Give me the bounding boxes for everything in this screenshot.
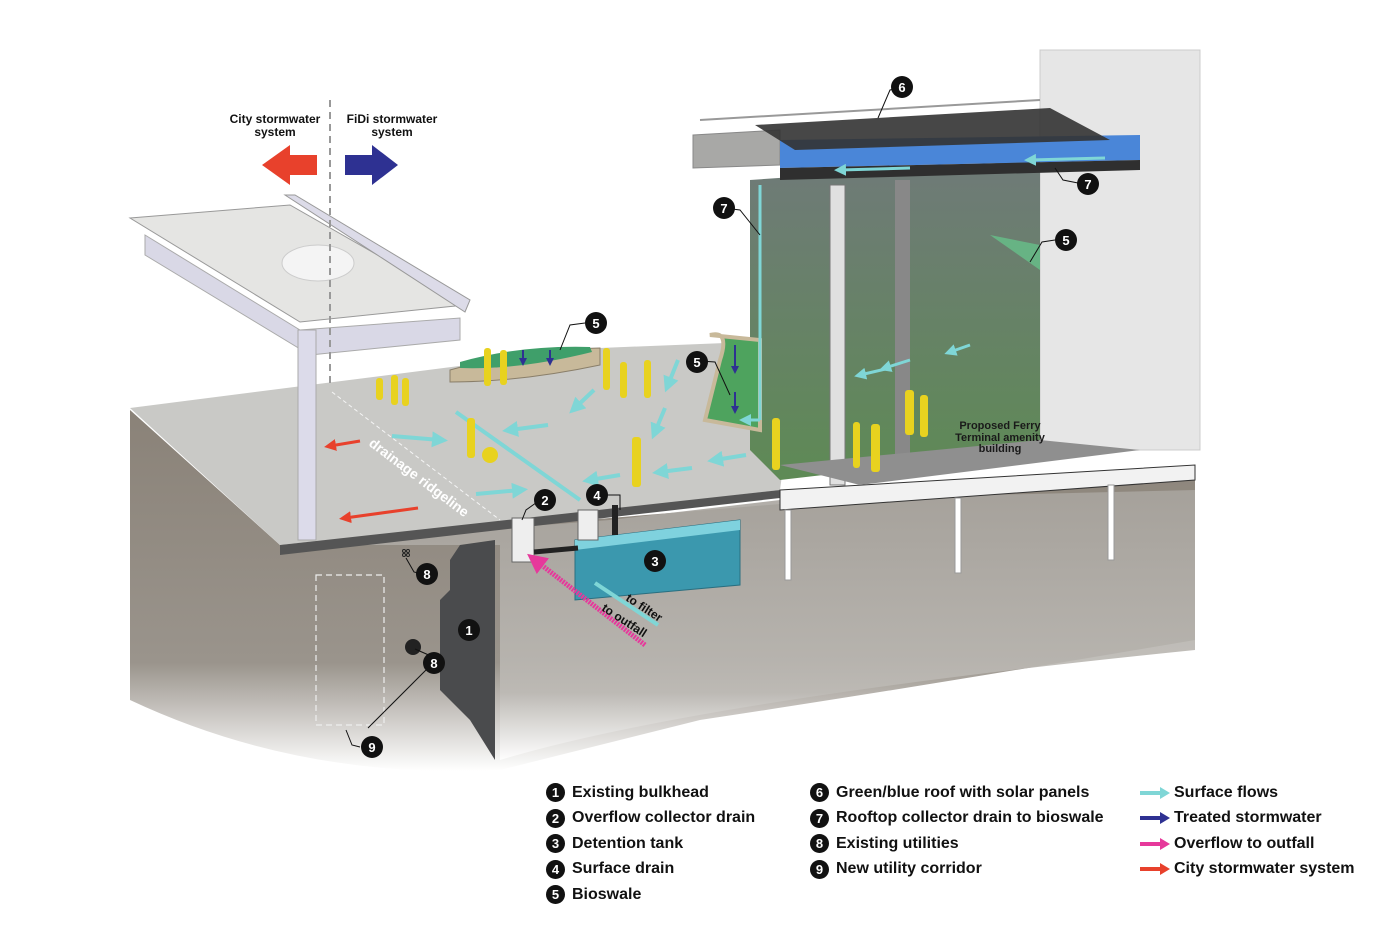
surface-flow-arrow-icon bbox=[1140, 786, 1170, 799]
utilities-small bbox=[402, 549, 410, 557]
legend-arrow-item: Treated stormwater bbox=[1140, 806, 1355, 832]
callout-2: 2 bbox=[534, 489, 556, 511]
number-badge-icon: 3 bbox=[546, 834, 565, 854]
legend-column-3: Surface flows Treated stormwater Overflo… bbox=[1140, 780, 1355, 882]
callout-5-interior: 5 bbox=[1055, 229, 1077, 251]
number-badge-icon: 1 bbox=[546, 783, 565, 803]
bioswale-interior bbox=[990, 235, 1040, 270]
callout-1: 1 bbox=[458, 619, 480, 641]
number-badge-icon: 9 bbox=[810, 859, 829, 879]
callout-3: 3 bbox=[644, 550, 666, 572]
svg-text:2: 2 bbox=[541, 493, 548, 508]
callout-8-large: 8 bbox=[423, 652, 445, 674]
callout-4: 4 bbox=[586, 484, 608, 506]
callout-7-vertical: 7 bbox=[713, 197, 735, 219]
building-label: Proposed Ferry Terminal amenity building bbox=[955, 420, 1045, 456]
overflow-pipe-arrow bbox=[527, 553, 647, 647]
treated-stormwater-arrow-icon bbox=[1140, 812, 1170, 825]
number-badge-icon: 7 bbox=[810, 808, 829, 828]
callout-9: 9 bbox=[361, 736, 383, 758]
car bbox=[281, 244, 355, 282]
number-badge-icon: 2 bbox=[546, 808, 565, 828]
existing-bulkhead bbox=[440, 540, 495, 760]
city-flow-arrow bbox=[324, 439, 361, 451]
svg-text:7: 7 bbox=[1084, 177, 1091, 192]
solar-panels bbox=[755, 108, 1110, 150]
callout-7-gutter: 7 bbox=[1077, 173, 1099, 195]
svg-text:5: 5 bbox=[693, 355, 700, 370]
city-stormwater-arrow-icon bbox=[1140, 863, 1170, 876]
elevated-roadway bbox=[128, 194, 471, 541]
svg-text:9: 9 bbox=[368, 740, 375, 755]
callout-5-edge: 5 bbox=[686, 351, 708, 373]
number-badge-icon: 8 bbox=[810, 834, 829, 854]
utilities-large bbox=[405, 639, 421, 655]
legend-arrow-item: City stormwater system bbox=[1140, 857, 1355, 883]
new-utility-corridor bbox=[315, 574, 385, 726]
number-badge-icon: 5 bbox=[546, 885, 565, 905]
city-flow-arrow bbox=[339, 506, 419, 524]
callout-8-small: 8 bbox=[416, 563, 438, 585]
svg-text:4: 4 bbox=[593, 488, 601, 503]
number-badge-icon: 4 bbox=[546, 859, 565, 879]
filter-pipe-arrow bbox=[593, 581, 660, 627]
callout-5-plaza: 5 bbox=[585, 312, 607, 334]
svg-text:6: 6 bbox=[898, 80, 905, 95]
callout-markers: 1 2 3 4 5 5 5 6 7 7 8 8 9 bbox=[361, 76, 1099, 758]
overflow-arrow-icon bbox=[1140, 837, 1170, 850]
svg-text:3: 3 bbox=[651, 554, 658, 569]
drainage-ridgeline bbox=[331, 391, 501, 521]
legend-arrow-item: Overflow to outfall bbox=[1140, 831, 1355, 857]
callout-6: 6 bbox=[891, 76, 913, 98]
drain-connector-pipe bbox=[533, 545, 579, 555]
city-direction-arrow bbox=[262, 145, 317, 185]
rooftop-drain-gutter bbox=[780, 160, 1140, 180]
building-deck bbox=[779, 464, 1196, 581]
svg-text:8: 8 bbox=[423, 567, 430, 582]
bioswale-building-edge bbox=[702, 332, 762, 433]
people-figures bbox=[376, 348, 928, 487]
svg-text:5: 5 bbox=[592, 316, 599, 331]
svg-text:5: 5 bbox=[1062, 233, 1069, 248]
legend-arrow-item: Surface flows bbox=[1140, 780, 1355, 806]
surface-drain bbox=[577, 509, 599, 541]
surface-drain-pipe bbox=[612, 505, 618, 535]
svg-text:8: 8 bbox=[430, 656, 437, 671]
svg-text:1: 1 bbox=[465, 623, 472, 638]
overflow-collector-drain bbox=[511, 517, 535, 563]
surface-flow-arrows bbox=[391, 359, 747, 502]
number-badge-icon: 6 bbox=[810, 783, 829, 803]
fidi-direction-arrow bbox=[345, 145, 398, 185]
svg-text:7: 7 bbox=[720, 201, 727, 216]
city-stormwater-label: City stormwater system bbox=[229, 112, 321, 139]
green-blue-roof bbox=[692, 99, 1140, 180]
ferry-terminal-building bbox=[702, 49, 1201, 486]
fidi-stormwater-label: FiDi stormwater system bbox=[346, 112, 438, 139]
